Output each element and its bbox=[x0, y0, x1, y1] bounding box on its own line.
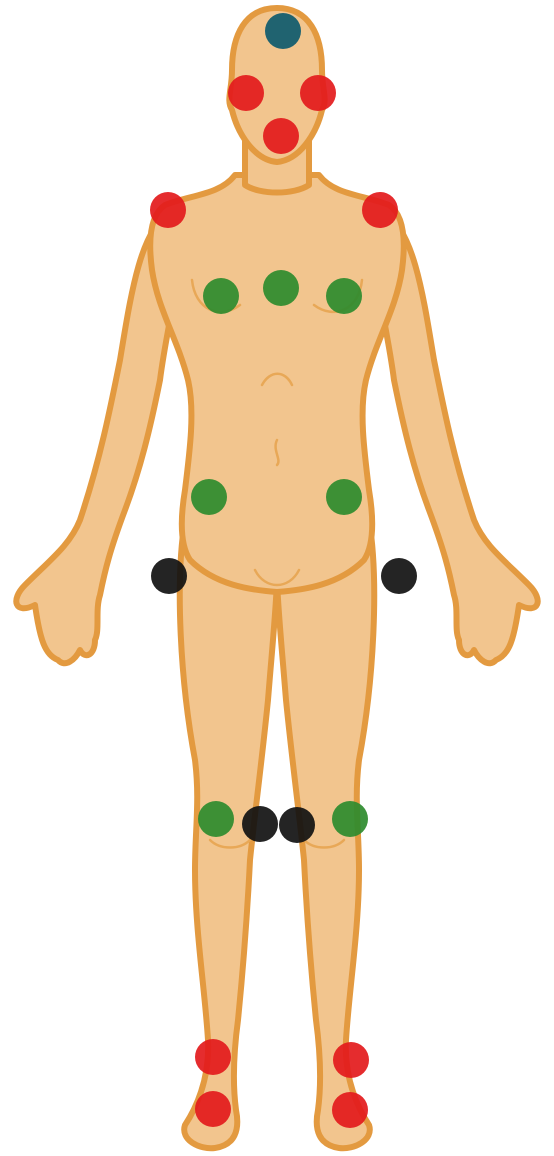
marker-shoulder-left bbox=[362, 192, 398, 228]
marker-cheek-left bbox=[300, 75, 336, 111]
marker-cheek-right bbox=[228, 75, 264, 111]
marker-crown bbox=[265, 13, 301, 49]
marker-knee-inner-right bbox=[242, 806, 278, 842]
marker-shoulder-right bbox=[150, 192, 186, 228]
marker-hip-right bbox=[191, 479, 227, 515]
marker-knee-outer-left bbox=[332, 801, 368, 837]
marker-sternum bbox=[263, 270, 299, 306]
marker-knee-inner-left bbox=[279, 807, 315, 843]
marker-ankle-left bbox=[333, 1042, 369, 1078]
marker-hip-left bbox=[326, 479, 362, 515]
marker-wrist-left bbox=[381, 558, 417, 594]
marker-wrist-right bbox=[151, 558, 187, 594]
torso bbox=[150, 175, 404, 592]
marker-knee-outer-right bbox=[198, 801, 234, 837]
marker-foot-left bbox=[332, 1092, 368, 1128]
marker-breast-right bbox=[203, 278, 239, 314]
marker-chin bbox=[263, 118, 299, 154]
marker-breast-left bbox=[326, 278, 362, 314]
marker-ankle-right bbox=[195, 1039, 231, 1075]
marker-foot-right bbox=[195, 1091, 231, 1127]
